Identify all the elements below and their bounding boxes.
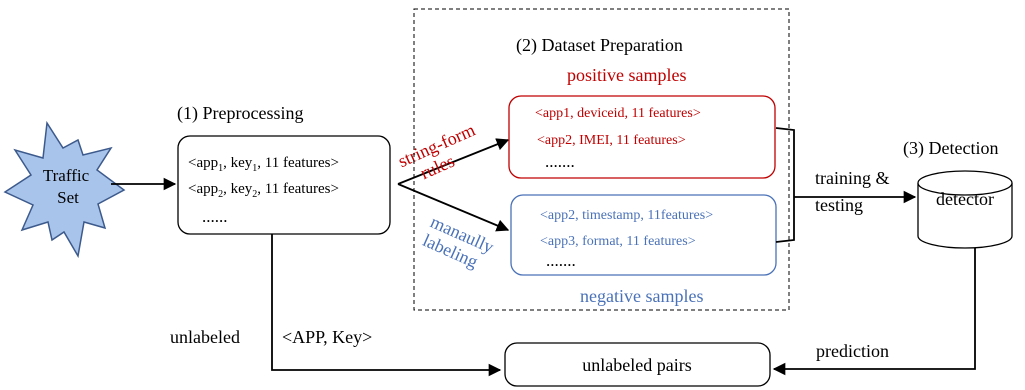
unlabeled-pairs-label: unlabeled pairs xyxy=(582,355,691,375)
dataset-preparation-frame xyxy=(413,8,790,311)
arrow-to-positive-samples xyxy=(397,138,510,185)
traffic-set-label-line1: Traffic xyxy=(43,166,90,185)
negative-ellipsis: ....... xyxy=(546,251,576,270)
samples-bracket xyxy=(775,127,795,243)
preprocessing-box xyxy=(177,135,391,235)
detection-title: (3) Detection xyxy=(903,138,998,159)
app-key-label: <APP, Key> xyxy=(282,327,372,347)
preprocessing-row-2: <app2, key2, 11 features> xyxy=(188,181,339,200)
arrow-unlabeled-path xyxy=(271,234,502,377)
negative-samples-box xyxy=(510,194,777,276)
preprocessing-row-1: <app1, key1, 11 features> xyxy=(188,155,339,174)
negative-samples-title: negative samples xyxy=(580,286,703,306)
unlabeled-label: unlabeled xyxy=(170,327,240,347)
dataset-preparation-title: (2) Dataset Preparation xyxy=(516,35,683,56)
positive-samples-title: positive samples xyxy=(567,65,687,85)
traffic-set-label-line2: Set xyxy=(57,188,79,207)
arrow-to-negative-samples xyxy=(397,183,510,232)
training-label-line1: training & xyxy=(815,168,890,188)
positive-sample-row: <app2, IMEI, 11 features> xyxy=(537,133,686,148)
preprocessing-title: (1) Preprocessing xyxy=(177,103,303,124)
detector-label: detector xyxy=(936,189,994,209)
traffic-set-starburst xyxy=(3,120,126,259)
positive-ellipsis: ....... xyxy=(545,152,575,171)
unlabeled-pairs-box xyxy=(504,342,771,387)
positive-samples-box xyxy=(508,95,776,179)
detector-cylinder xyxy=(917,183,1013,249)
prediction-label: prediction xyxy=(816,341,889,361)
negative-sample-row: <app2, timestamp, 11features> xyxy=(540,208,713,223)
training-label-line2: testing xyxy=(815,195,863,215)
positive-sample-row: <app1, deviceid, 11 features> xyxy=(535,106,701,121)
preprocessing-ellipsis: ...... xyxy=(202,207,228,226)
detector-cylinder-top xyxy=(917,170,1013,196)
negative-sample-row: <app3, format, 11 features> xyxy=(540,234,696,249)
arrow-prediction-path xyxy=(772,248,976,376)
